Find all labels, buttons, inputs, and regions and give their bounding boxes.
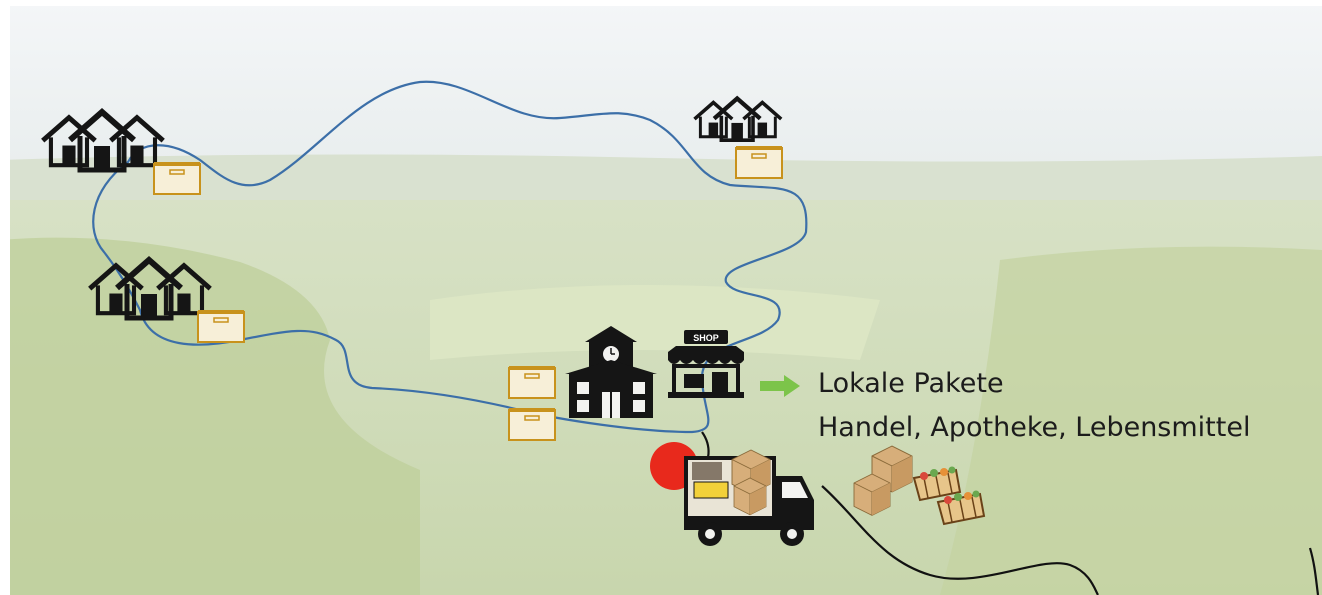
horizon <box>0 154 1322 200</box>
delivery-truck-icon <box>684 449 814 546</box>
forest-left <box>0 237 420 595</box>
parcel-icon <box>507 408 557 442</box>
arrow-right-icon <box>760 375 800 397</box>
cardboard-box-icon <box>853 473 891 516</box>
field <box>430 285 880 360</box>
slide-border-top <box>0 0 1322 6</box>
forest-right <box>940 246 1322 595</box>
delivery-route <box>92 80 808 434</box>
caption-local-parcels: Lokale Pakete <box>818 368 1004 399</box>
road-right <box>1308 547 1320 595</box>
slide-border-left <box>0 0 10 595</box>
parcel-icon <box>196 310 246 344</box>
shop-icon: SHOP <box>668 330 744 398</box>
parcel-icon <box>152 162 202 196</box>
school-icon <box>565 326 657 418</box>
sky <box>0 0 1322 165</box>
caption-categories: Handel, Apotheke, Lebensmittel <box>818 412 1251 443</box>
road-bottom <box>821 485 1099 595</box>
parcel-icon <box>734 146 784 180</box>
shop-sign: SHOP <box>693 333 719 343</box>
parcel-icon <box>507 366 557 400</box>
